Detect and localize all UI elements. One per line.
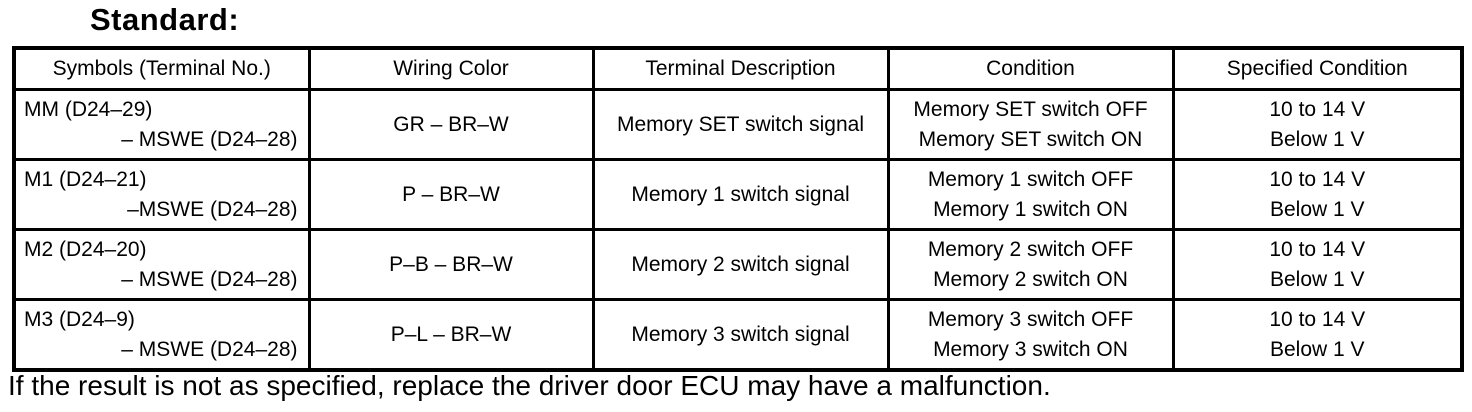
- symbol-terminal: MM (D24–29): [24, 97, 153, 121]
- condition-off: Memory 1 switch OFF: [927, 167, 1134, 191]
- symbol-terminal: M2 (D24–20): [24, 237, 147, 261]
- symbol-terminal: M3 (D24–9): [24, 307, 135, 331]
- page-title: Standard:: [90, 2, 240, 37]
- condition-on: Memory 2 switch ON: [933, 267, 1128, 291]
- condition-cell: Memory SET switch OFF Memory SET switch …: [886, 88, 1175, 161]
- header-cell-wiring-color: Wiring Color: [307, 46, 595, 91]
- specified-on: Below 1 V: [1269, 337, 1365, 361]
- footer-note: If the result is not as specified, repla…: [8, 370, 1051, 401]
- terminal-description-cell: Memory 2 switch signal: [591, 228, 890, 301]
- condition-cell: Memory 3 switch OFF Memory 3 switch ON: [886, 298, 1175, 372]
- symbols-cell: MM (D24–29) – MSWE (D24–28): [12, 88, 311, 161]
- condition-cell: Memory 2 switch OFF Memory 2 switch ON: [886, 228, 1175, 301]
- condition-cell: Memory 1 switch OFF Memory 1 switch ON: [886, 158, 1175, 231]
- condition-on: Memory 3 switch ON: [933, 337, 1128, 361]
- symbol-terminal-pair: – MSWE (D24–28): [121, 127, 298, 151]
- condition-off: Memory 2 switch OFF: [927, 237, 1134, 261]
- specified-condition-cell: 10 to 14 V Below 1 V: [1171, 298, 1464, 372]
- symbols-cell: M1 (D24–21) –MSWE (D24–28): [12, 158, 311, 231]
- specified-condition-cell: 10 to 14 V Below 1 V: [1171, 228, 1464, 301]
- header-cell-condition: Condition: [886, 46, 1175, 91]
- symbol-terminal-pair: – MSWE (D24–28): [121, 267, 298, 291]
- symbol-terminal-pair: – MSWE (D24–28): [121, 337, 298, 361]
- specified-on: Below 1 V: [1269, 267, 1365, 291]
- symbols-cell: M2 (D24–20) – MSWE (D24–28): [12, 228, 311, 301]
- specified-on: Below 1 V: [1269, 197, 1365, 221]
- wiring-color-cell: P–L – BR–W: [307, 298, 595, 372]
- terminal-spec-table: Symbols (Terminal No.) Wiring Color Term…: [12, 46, 1464, 372]
- table-header-row: Symbols (Terminal No.) Wiring Color Term…: [12, 46, 1464, 91]
- terminal-description-cell: Memory SET switch signal: [591, 88, 890, 161]
- wiring-color-cell: GR – BR–W: [307, 88, 595, 161]
- table-row-m3: M3 (D24–9) – MSWE (D24–28) P–L – BR–W Me…: [12, 298, 1464, 372]
- specified-off: 10 to 14 V: [1269, 167, 1366, 191]
- condition-on: Memory SET switch ON: [918, 127, 1143, 151]
- symbols-cell: M3 (D24–9) – MSWE (D24–28): [12, 298, 311, 372]
- specified-off: 10 to 14 V: [1269, 307, 1366, 331]
- symbol-terminal-pair: –MSWE (D24–28): [127, 197, 298, 221]
- wiring-color-cell: P–B – BR–W: [307, 228, 595, 301]
- condition-off: Memory 3 switch OFF: [927, 307, 1134, 331]
- wiring-color-cell: P – BR–W: [307, 158, 595, 231]
- table-row-m1: M1 (D24–21) –MSWE (D24–28) P – BR–W Memo…: [12, 158, 1464, 231]
- symbol-terminal: M1 (D24–21): [24, 167, 147, 191]
- terminal-description-cell: Memory 1 switch signal: [591, 158, 890, 231]
- specified-off: 10 to 14 V: [1269, 237, 1366, 261]
- condition-on: Memory 1 switch ON: [933, 197, 1128, 221]
- table-row-mm: MM (D24–29) – MSWE (D24–28) GR – BR–W Me…: [12, 88, 1464, 161]
- specified-condition-cell: 10 to 14 V Below 1 V: [1171, 88, 1464, 161]
- table-row-m2: M2 (D24–20) – MSWE (D24–28) P–B – BR–W M…: [12, 228, 1464, 301]
- header-cell-specified-condition: Specified Condition: [1171, 46, 1464, 91]
- header-cell-symbols: Symbols (Terminal No.): [12, 46, 311, 91]
- condition-off: Memory SET switch OFF: [913, 97, 1148, 121]
- specified-condition-cell: 10 to 14 V Below 1 V: [1171, 158, 1464, 231]
- specified-on: Below 1 V: [1269, 127, 1365, 151]
- header-cell-terminal-description: Terminal Description: [591, 46, 890, 91]
- terminal-description-cell: Memory 3 switch signal: [591, 298, 890, 372]
- specified-off: 10 to 14 V: [1269, 97, 1366, 121]
